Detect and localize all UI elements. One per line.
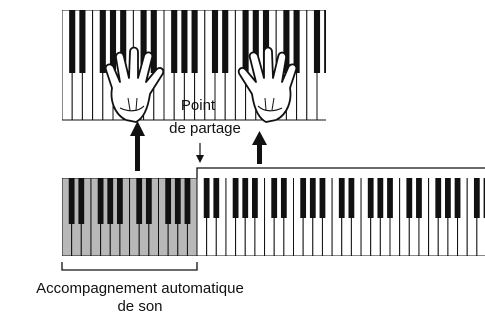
black-key [203,178,210,218]
black-key [69,10,76,73]
black-key [334,10,340,73]
left-hand-icon [104,46,165,123]
black-key [367,178,374,218]
keyboard-step-outline [196,167,485,178]
black-key [271,178,278,218]
black-key [191,10,198,73]
arrow-up-icon [252,131,267,164]
accompaniment-range-bracket [61,262,198,271]
black-key [300,178,307,218]
black-key [165,178,172,224]
black-key [79,10,86,73]
arrow-down-icon [196,143,204,163]
black-key [262,10,270,73]
black-key [97,178,104,224]
white-key [327,10,337,120]
black-key [99,10,106,73]
black-key [181,10,188,73]
black-key [171,10,178,73]
black-key [120,10,127,73]
black-key [454,178,461,218]
black-key [293,10,300,73]
black-key [107,178,114,224]
black-key [78,178,85,224]
black-key [211,10,219,73]
black-key [109,10,117,73]
black-key [117,178,123,224]
right-hand-icon [237,46,298,123]
black-key [338,178,345,218]
black-key [348,178,355,218]
black-key [445,178,451,218]
black-key [324,10,326,73]
arrow-up-icon [130,121,145,171]
black-key [313,10,321,73]
black-key [213,178,220,218]
split-point-label-line2: de partage [169,120,241,137]
black-key [136,178,143,224]
black-key [232,178,239,218]
black-key [68,178,75,224]
accompaniment-caption-line2: de son [117,298,163,315]
black-key [416,178,422,218]
black-key [140,10,147,73]
black-key [377,178,384,218]
black-key [319,178,326,218]
black-key [150,10,157,73]
accompaniment-caption-line1: Accompagnement automatique [36,280,244,297]
black-key [435,178,442,218]
black-key [184,178,191,224]
black-key [174,178,181,224]
black-key [309,178,316,218]
black-key [283,10,290,73]
black-key [252,178,258,218]
black-key [483,178,485,218]
black-key [222,10,229,73]
black-key [387,178,393,218]
split-point-label-line1: Point [181,97,216,114]
black-key [280,178,287,218]
black-key [145,178,152,224]
lower-keyboard [62,178,485,256]
black-key [242,178,249,218]
black-key [242,10,249,73]
black-key [406,178,413,218]
black-key [473,178,480,218]
black-key [252,10,259,73]
